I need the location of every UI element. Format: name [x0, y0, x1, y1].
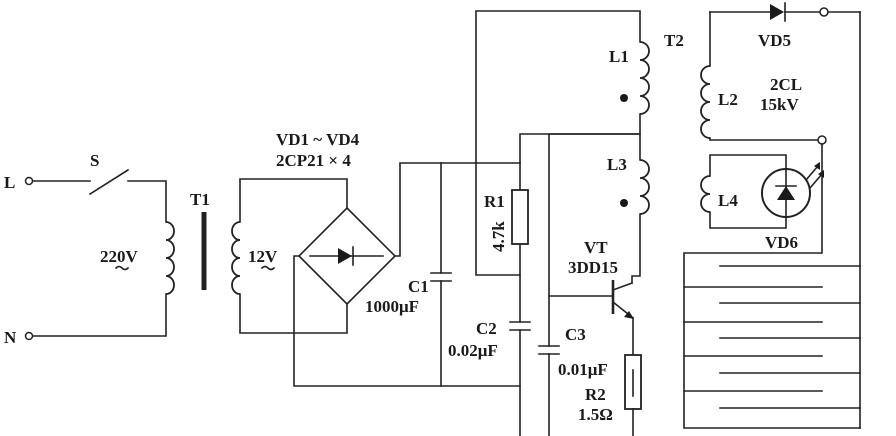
bridge-part: 2CP21 × 4: [276, 151, 351, 170]
l3-coil: [639, 159, 650, 215]
mains-input: L N S: [4, 151, 167, 347]
vd5-diode-icon: [770, 4, 784, 20]
t1-label: T1: [190, 190, 210, 209]
bridge-rectifier: VD1 ~ VD4 2CP21 × 4: [276, 130, 521, 387]
r2-label: R2: [585, 385, 606, 404]
c2-label: C2: [476, 319, 497, 338]
l1-dot: [620, 94, 628, 102]
hv-terminal-upper: [819, 7, 829, 17]
vt-part: 3DD15: [568, 258, 618, 277]
vd6-label: VD6: [765, 233, 798, 252]
terminal-n-label: N: [4, 328, 17, 347]
terminal-l-label: L: [4, 173, 15, 192]
vt-label: VT: [584, 238, 608, 257]
terminal-l: [24, 176, 34, 186]
indicator-section: L4 VD6: [700, 154, 824, 252]
c1-value: 1000μF: [365, 297, 419, 316]
l3-label: L3: [607, 155, 627, 174]
t2-label: T2: [664, 31, 684, 50]
vt-emitter-arrow: [624, 311, 634, 319]
electrode-grid: [683, 11, 861, 429]
t1-secondary-label: 12V: [248, 247, 278, 266]
r1-value: 4.7k: [489, 221, 508, 252]
bridge-diamond: [297, 206, 397, 306]
resistor-r2: R2 1.5Ω: [578, 354, 642, 436]
l4-coil: [700, 175, 711, 213]
l1-coil: [639, 41, 650, 115]
vd5-label: VD5: [758, 31, 791, 50]
vd5-part: 2CL: [770, 75, 802, 94]
r1-label: R1: [484, 192, 505, 211]
vd5-rating: 15kV: [760, 95, 799, 114]
l3-dot: [620, 199, 628, 207]
t1-secondary-coil: [231, 221, 241, 295]
transformer-t1: T1 220V 12V: [100, 178, 348, 334]
hv-section: T2 L2 VD5 2CL 15kV: [664, 2, 829, 145]
l1-label: L1: [609, 47, 629, 66]
r1-body: [511, 189, 529, 245]
transistor-vt: VT 3DD15: [548, 238, 635, 356]
grid-frame: [683, 143, 861, 429]
hv-terminal-lower: [817, 135, 827, 145]
capacitor-c3: C3 0.01μF: [538, 325, 608, 379]
c2-value: 0.02μF: [448, 341, 498, 360]
l2-coil: [700, 65, 711, 139]
terminal-n: [24, 331, 34, 341]
switch-s: [88, 168, 130, 196]
resistor-r1: R1 4.7k: [475, 162, 529, 276]
l4-label: L4: [718, 191, 738, 210]
capacitor-c1: C1 1000μF: [365, 162, 452, 387]
l2-label: L2: [718, 90, 738, 109]
r2-value: 1.5Ω: [578, 405, 613, 424]
c3-value: 0.01μF: [558, 360, 608, 379]
t1-primary-label: 220V: [100, 247, 139, 266]
c3-label: C3: [565, 325, 586, 344]
primary-winding: L1: [475, 10, 650, 164]
switch-label: S: [90, 151, 99, 170]
bridge-diode-icon: [338, 248, 352, 264]
bridge-label: VD1 ~ VD4: [276, 130, 360, 149]
t1-primary-coil: [165, 221, 175, 295]
c1-label: C1: [408, 277, 429, 296]
feedback-winding: L3: [548, 133, 650, 436]
capacitor-c2: C2 0.02μF: [448, 274, 531, 436]
